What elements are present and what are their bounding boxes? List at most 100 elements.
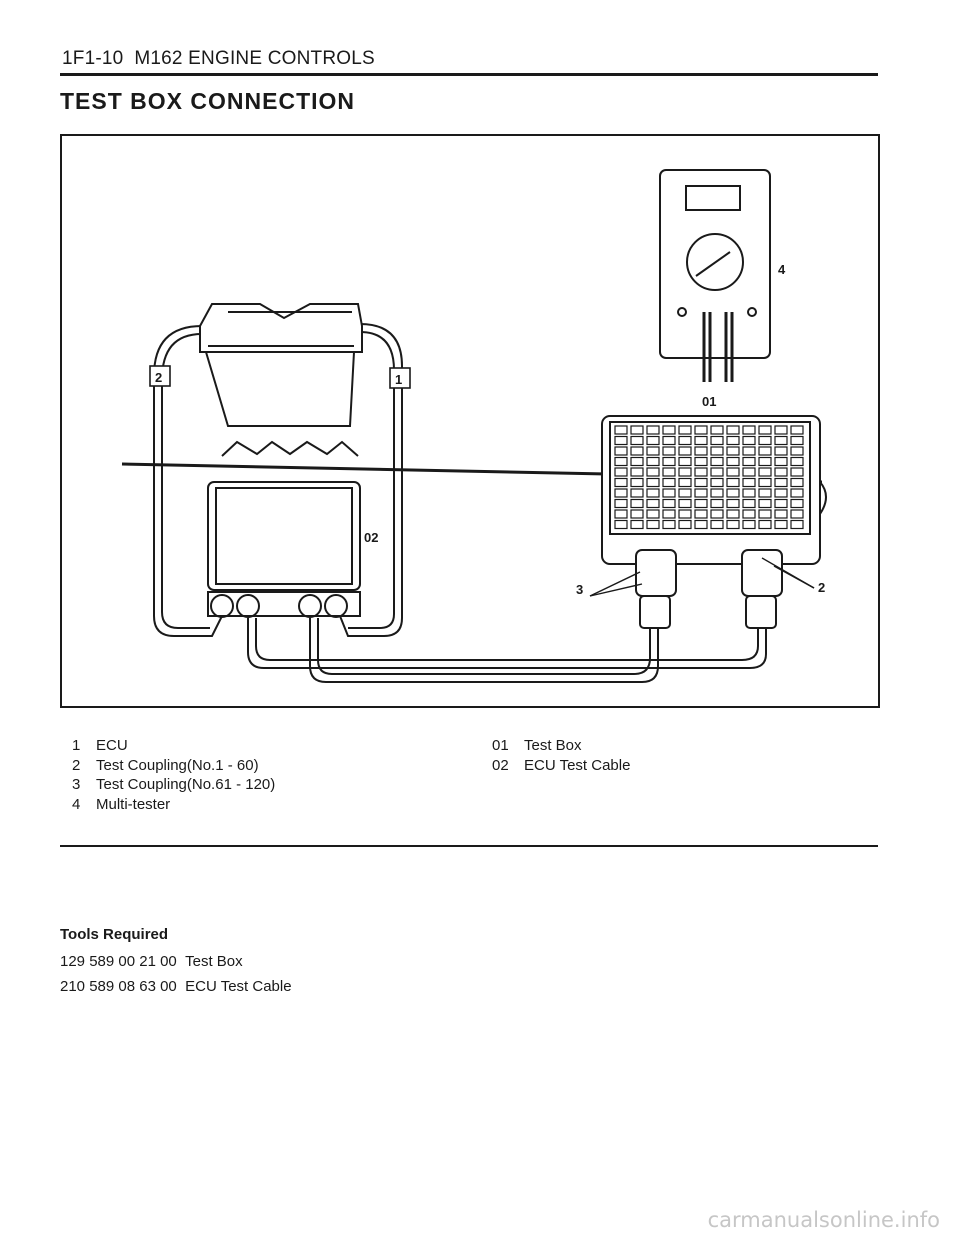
callout-ecu-cable: 02 [364,530,378,545]
jack-socket [774,488,788,498]
jack-socket [614,467,628,477]
callout-multitester: 4 [778,262,786,277]
tool-label: Test Box [185,953,243,970]
jack-socket [646,456,660,467]
harness-line [121,462,608,476]
jack-socket [790,488,804,498]
test-box-jacks [614,425,804,530]
page-header: 1F1-10 M162 ENGINE CONTROLS [62,48,375,70]
tools-required: Tools Required 129 589 00 21 00 Test Box… [60,926,292,1003]
jack-socket [726,425,740,435]
callout-coupling-3: 3 [576,582,583,597]
jack-socket [774,509,788,519]
jack-socket [710,425,724,435]
jack-socket [742,498,756,509]
jack-socket [790,425,804,435]
jack-socket [694,509,708,519]
jack-socket [614,519,628,530]
jack-socket [742,488,756,498]
jack-socket [726,477,740,488]
jack-socket [710,456,724,467]
ecu-body [204,351,356,427]
jack-socket [742,519,756,530]
tool-item: 129 589 00 21 00 Test Box [60,953,292,970]
jack-socket [694,498,708,509]
jack-socket [614,425,628,435]
jack-socket [726,435,740,446]
jack-socket [630,498,644,509]
jack-socket [630,509,644,519]
jack-socket [742,435,756,446]
callout-coupling-2: 2 [818,580,825,595]
jack-socket [758,498,772,509]
jack-socket [774,435,788,446]
jack-socket [662,477,676,488]
jack-socket [710,509,724,519]
jack-socket [646,446,660,456]
jack-socket [726,456,740,467]
jack-socket [694,477,708,488]
jack-socket [614,488,628,498]
jack-socket [742,446,756,456]
jack-socket [758,456,772,467]
jack-socket [646,477,660,488]
test-box-connection-figure: 2 1 01 02 2 3 4 [60,134,880,708]
jack-socket [662,509,676,519]
jack-socket [726,467,740,477]
jack-socket [774,446,788,456]
jack-socket [742,509,756,519]
jack-socket [758,519,772,530]
jack-socket [614,477,628,488]
jack-socket [726,509,740,519]
callout-test-box: 01 [702,394,716,409]
jack-socket [774,467,788,477]
jack-socket [630,456,644,467]
callout-2-box-right: 1 [395,372,402,387]
header-divider [60,73,878,76]
jack-socket [678,435,692,446]
jack-socket [742,456,756,467]
section-name: M162 ENGINE CONTROLS [134,48,375,69]
jack-socket [710,498,724,509]
jack-socket [758,425,772,435]
jack-socket [630,488,644,498]
watermark: carmanualsonline.info [707,1208,940,1232]
jack-socket [758,467,772,477]
jack-socket [774,456,788,467]
jack-socket [790,509,804,519]
jack-socket [726,446,740,456]
jack-socket [678,446,692,456]
jack-socket [758,435,772,446]
jack-socket [614,498,628,509]
jack-socket [662,498,676,509]
jack-socket [774,498,788,509]
jack-socket [678,456,692,467]
jack-socket [662,467,676,477]
jack-socket [790,435,804,446]
jack-socket [614,446,628,456]
jack-socket [790,446,804,456]
jack-socket [694,425,708,435]
tool-part-number: 210 589 08 63 00 [60,978,177,995]
jack-socket [630,467,644,477]
jack-socket [678,509,692,519]
jack-socket [694,488,708,498]
jack-socket [630,435,644,446]
jack-socket [614,509,628,519]
jack-socket [742,425,756,435]
jack-socket [630,425,644,435]
jack-socket [710,488,724,498]
jack-socket [646,435,660,446]
jack-socket [710,519,724,530]
jack-socket [630,519,644,530]
jack-socket [694,467,708,477]
jack-socket [694,456,708,467]
jack-socket [630,446,644,456]
loop-coupling-2 [153,325,223,637]
jack-socket [678,498,692,509]
page-reference: 1F1-10 [62,48,124,69]
